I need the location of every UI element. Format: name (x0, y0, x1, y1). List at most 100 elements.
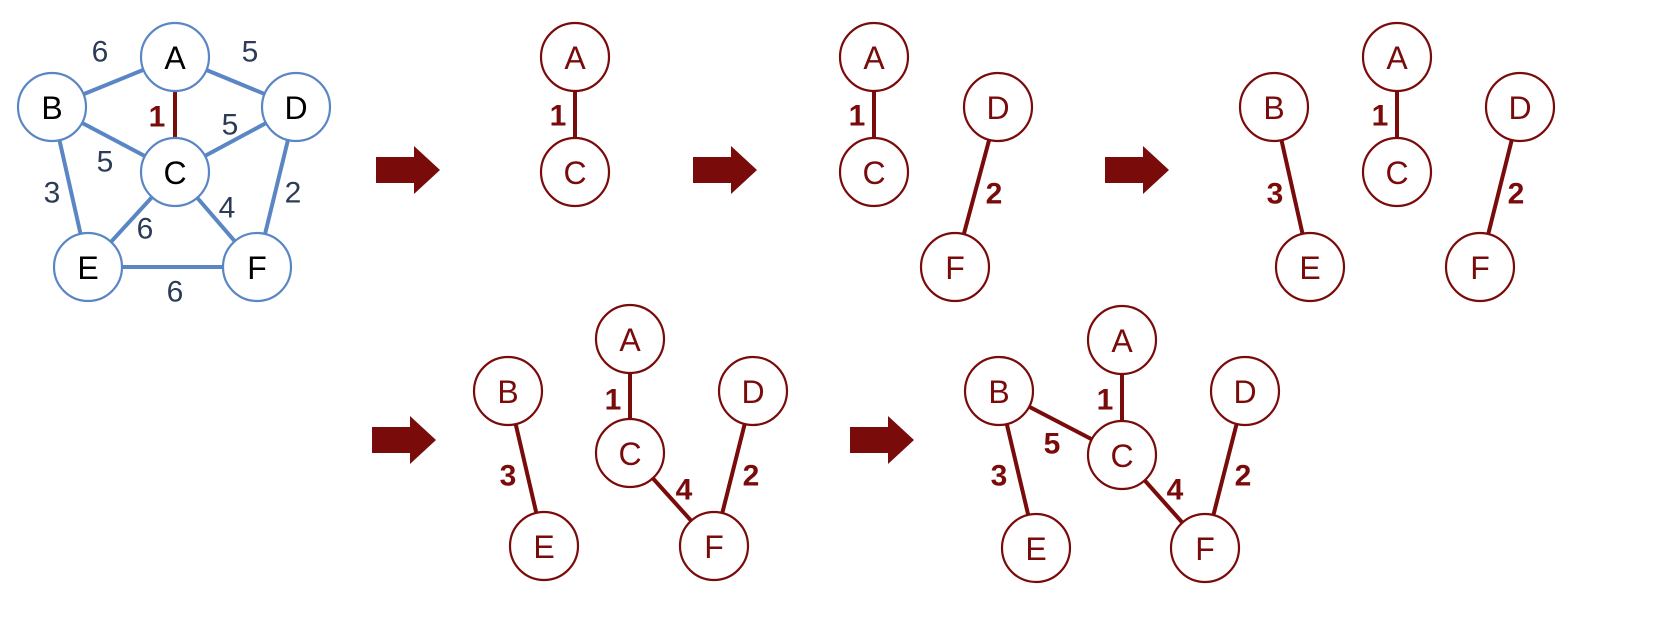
node-label: E (1025, 531, 1046, 567)
node-c: C (1361, 136, 1433, 208)
node-f: F (221, 231, 293, 303)
node-circle (472, 355, 544, 427)
edge-weight-label: 3 (991, 460, 1008, 493)
edge-weight-label: 1 (849, 100, 866, 133)
edge-weight-label: 5 (1044, 428, 1061, 461)
node-circle (678, 510, 750, 582)
node-f: F (1169, 512, 1241, 584)
step-5-panel: 3 5 1 4 2 B E A C D F (963, 304, 1281, 584)
node-c: C (539, 136, 611, 208)
node-d: D (962, 71, 1034, 143)
node-circle (717, 355, 789, 427)
node-d: D (1209, 355, 1281, 427)
node-label: C (862, 155, 885, 191)
edge-weight-label: 6 (92, 36, 109, 69)
node-e: E (1274, 231, 1346, 303)
node-label: F (945, 250, 965, 286)
node-label: D (1233, 374, 1256, 410)
step-2-panel: 1 2 A C D F (838, 21, 1034, 303)
node-circle (1086, 304, 1158, 376)
node-c: C (838, 136, 910, 208)
edge-weight-label: 3 (1267, 178, 1284, 211)
edge-weight-label: 2 (1235, 460, 1252, 493)
node-a: A (139, 21, 211, 93)
node-label: D (284, 90, 307, 126)
node-circle (594, 417, 666, 489)
node-circle (962, 71, 1034, 143)
node-label: E (533, 529, 554, 565)
node-circle (260, 71, 332, 143)
node-c: C (1086, 419, 1158, 491)
node-label: A (863, 40, 885, 76)
edge-weight-label: 1 (1097, 384, 1114, 417)
node-d: D (260, 71, 332, 143)
node-a: A (1086, 304, 1158, 376)
node-circle (838, 21, 910, 93)
node-circle (1444, 231, 1516, 303)
node-circle (838, 136, 910, 208)
node-label: C (1385, 155, 1408, 191)
right-arrow-icon (850, 416, 914, 464)
node-c: C (594, 417, 666, 489)
node-label: B (1263, 90, 1284, 126)
right-arrow-icon (693, 146, 757, 194)
node-label: A (1386, 40, 1408, 76)
node-label: B (988, 374, 1009, 410)
node-d: D (1484, 71, 1556, 143)
right-arrow-icon (376, 146, 440, 194)
node-label: E (1299, 250, 1320, 286)
node-label: F (1195, 531, 1215, 567)
edge-weight-label: 6 (167, 276, 184, 309)
node-a: A (838, 21, 910, 93)
node-label: E (77, 250, 98, 286)
edge-weight-label: 2 (285, 177, 302, 210)
node-circle (1209, 355, 1281, 427)
node-circle (539, 21, 611, 93)
node-label: C (563, 155, 586, 191)
node-b: B (472, 355, 544, 427)
edge-weight-label: 4 (219, 192, 236, 225)
node-f: F (919, 231, 991, 303)
node-a: A (539, 21, 611, 93)
node-circle (1484, 71, 1556, 143)
edge-weight-label: 2 (986, 178, 1003, 211)
node-label: F (704, 529, 724, 565)
node-circle (963, 355, 1035, 427)
node-f: F (678, 510, 750, 582)
node-label: C (1110, 438, 1133, 474)
edge-weight-label: 2 (743, 460, 760, 493)
node-label: F (1470, 250, 1490, 286)
edge-weight-label: 5 (242, 36, 259, 69)
right-arrow-icon (1105, 146, 1169, 194)
node-label: A (1111, 323, 1133, 359)
edge-weight-label: 1 (1372, 100, 1389, 133)
node-circle (139, 136, 211, 208)
node-e: E (1000, 512, 1072, 584)
edge-weight-label: 1 (605, 384, 622, 417)
edge-weight-label: 5 (97, 146, 114, 179)
node-circle (1086, 419, 1158, 491)
node-label: A (164, 40, 186, 76)
node-label: C (618, 436, 641, 472)
node-b: B (16, 71, 88, 143)
edge-weight-label: 4 (1167, 474, 1184, 507)
edge-weight-label: 1 (149, 101, 166, 134)
node-circle (1361, 21, 1433, 93)
step-1-panel: 1 A C (539, 21, 611, 208)
edge-weight-label: 1 (550, 100, 567, 133)
node-circle (539, 136, 611, 208)
node-circle (1274, 231, 1346, 303)
node-label: A (619, 322, 641, 358)
edge-weight-label: 4 (676, 474, 693, 507)
edge-weight-label: 5 (222, 109, 239, 142)
node-circle (594, 303, 666, 375)
node-label: D (741, 374, 764, 410)
node-b: B (963, 355, 1035, 427)
node-circle (1000, 512, 1072, 584)
node-a: A (1361, 21, 1433, 93)
node-circle (139, 21, 211, 93)
